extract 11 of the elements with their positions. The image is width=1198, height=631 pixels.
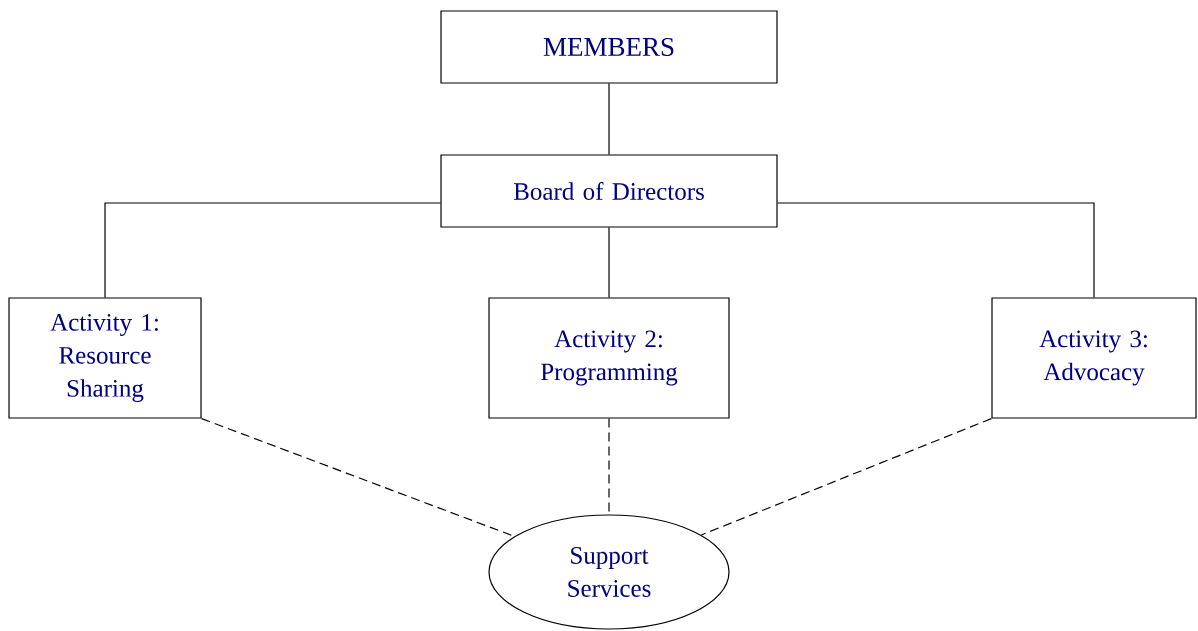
connector [700, 418, 992, 536]
oval: Support Services [488, 514, 730, 630]
connector [104, 202, 441, 298]
process-box: Board of Directors [440, 154, 778, 228]
process-box: Activity 2: Programming [488, 297, 730, 419]
process-box: Activity 1: Resource Sharing [8, 297, 202, 419]
title-box: MEMBERS [440, 10, 778, 84]
connector [608, 227, 610, 298]
connector [608, 83, 610, 155]
process-box: Activity 3: Advocacy [991, 297, 1197, 419]
connector [777, 202, 1095, 298]
